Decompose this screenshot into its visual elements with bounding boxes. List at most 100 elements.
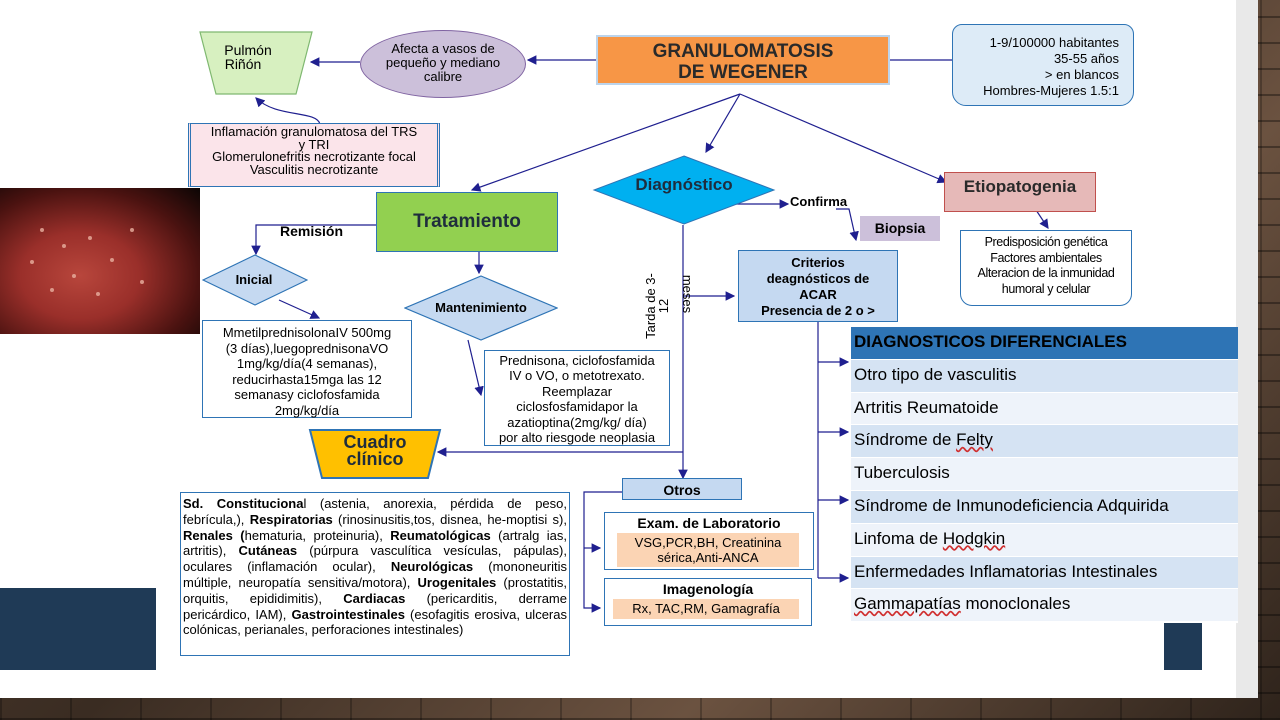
inicial-line-1: MmetilprednisolonaIV 500mg [222, 325, 392, 340]
criterios-line-3: ACAR [799, 287, 837, 302]
vessels-line-3: calibre [423, 69, 463, 84]
differential-item-hodgkin: Hodgkin [942, 528, 1006, 548]
inicial-line-3: 1mg/kg/día(4 semanas), [236, 356, 378, 371]
inicial-label: Inicial [235, 272, 273, 287]
cuadro-line-2: clínico [346, 449, 404, 469]
imag-items-box: Rx, TAC,RM, Gamagrafía [613, 599, 799, 619]
clinical-detail: (esofagitis erosiva, ulceras colónicas, … [183, 606, 567, 638]
cuadro-clinico-label: Cuadro clínico [308, 432, 442, 469]
clinical-detail: hematuria, proteinuria), [244, 527, 391, 543]
title-line-1: GRANULOMATOSIS [652, 41, 834, 62]
clinical-detail: (prostatitis, orquitis, epididimitis), [183, 574, 567, 606]
imag-items: Rx, TAC,RM, Gamagrafía [632, 601, 780, 616]
mantenimiento-diamond [404, 275, 558, 341]
differential-item-gammapatias: Gammapatías [854, 594, 961, 614]
lab-items: VSG,PCR,BH, Creatinina sérica,Anti-ANCA [617, 533, 799, 567]
criterios-line-2: deagnósticos de [766, 271, 870, 286]
diagnostico-label: Diagnóstico [635, 175, 733, 194]
cuadro-clinico-shape [308, 429, 442, 479]
epidemiology-box: 1-9/100000 habitantes 35-55 años > en bl… [952, 24, 1134, 106]
mant-text-box: Prednisona, ciclofosfamida IV o VO, o me… [484, 350, 670, 446]
criterios-box: Criterios deagnósticos de ACAR Presencia… [738, 250, 898, 322]
otros-box: Otros [622, 478, 742, 500]
remision-label: Remisión [280, 223, 344, 239]
etio-item-1: Predisposición genética [984, 235, 1108, 249]
histo-line-3: Glomerulonefritis necrotizante focal [212, 149, 416, 164]
differential-item: Gammapatías monoclonales [851, 589, 1238, 623]
mant-line-5: azatioptina(2mg/kg/ día) [507, 414, 647, 430]
differential-item-felty: Felty [956, 430, 993, 450]
clinical-category: Respiratorias [249, 511, 333, 527]
histo-line-4: Vasculitis necrotizante [249, 161, 379, 177]
criterios-line-4: Presencia de 2 o > [761, 303, 875, 318]
epi-line-3: > en blancos [1044, 67, 1119, 82]
tarda-meses: meses [680, 274, 695, 314]
clinical-detail: (rinosinusitis,tos, disnea, he-moptisi s… [332, 511, 567, 527]
differential-item: Otro tipo de vasculitis [851, 359, 1238, 393]
tarda-line-2: 12 [656, 298, 671, 314]
lab-item-2: sérica,Anti-ANCA [657, 550, 759, 565]
biopsia-box: Biopsia [860, 216, 940, 241]
inicial-line-6: 2mg/kg/día [274, 402, 340, 418]
lab-title: Exam. de Laboratorio [637, 515, 781, 531]
etio-item-2: Factores ambientales [990, 250, 1102, 265]
histo-line-2: y TRI [298, 136, 330, 152]
clinical-detail: (púrpura vasculítica vesículas, pápulas)… [183, 543, 567, 575]
differential-header: DIAGNOSTICOS DIFERENCIALES [851, 327, 1238, 360]
cuadro-line-1: Cuadro [343, 432, 407, 452]
epi-line-1: 1-9/100000 habitantes [989, 35, 1119, 50]
differential-item: Linfoma de Hodgkin [851, 523, 1238, 557]
diagnostico-diamond [592, 155, 776, 225]
etio-item-3: Alteracion de la inmunidad [977, 266, 1115, 280]
imag-title: Imagenología [662, 581, 754, 597]
inicial-line-2: (3 días),luegoprednisonaVO [225, 340, 389, 356]
mant-line-4: ciclosfosfamidapor la [516, 399, 638, 415]
slide-edge [1236, 0, 1258, 698]
clinical-category: Renales ( [183, 527, 245, 543]
mant-line-1: Prednisona, ciclofosfamida [499, 353, 655, 368]
organ-kidney: Riñón [224, 56, 262, 72]
mant-line-6: por alto riesgode neoplasia [498, 430, 656, 446]
vessels-line-1: Afecta a vasos de [391, 41, 495, 56]
connector-lines [251, 55, 1049, 613]
differential-item: Síndrome de Felty [851, 425, 1238, 459]
lab-item-1: VSG,PCR,BH, Creatinina [634, 535, 782, 550]
organ-lung: Pulmón [224, 42, 272, 58]
title-line-2: DE WEGENER [678, 62, 808, 83]
clinical-category: Urogenitales [417, 574, 497, 590]
organs-trapezoid [199, 31, 313, 95]
differential-item: Enfermedades Inflamatorias Intestinales [851, 556, 1238, 590]
clinical-category: Cardiacas [343, 590, 406, 606]
etio-item-4: humoral y celular [1001, 281, 1091, 296]
mant-line-3: Reemplazar [541, 383, 613, 399]
clinical-text: Sd. Constitucional (astenia, anorexia, p… [183, 496, 567, 638]
differential-item: Artritis Reumatoide [851, 392, 1238, 426]
skin-lesion-photo [0, 188, 200, 334]
clinical-detail: l (astenia, anorexia, pérdida de peso, f… [183, 496, 568, 527]
otros-label: Otros [663, 482, 701, 498]
etio-items-box: Predisposición genética Factores ambient… [960, 230, 1132, 306]
clinical-category: Sd. Constituciona [183, 496, 304, 511]
histo-line-1: Inflamación granulomatosa del TRS [210, 124, 418, 139]
lab-box: Exam. de Laboratorio VSG,PCR,BH, Creatin… [604, 512, 814, 570]
inicial-line-5: semanasy ciclofosfamida [234, 387, 380, 402]
tratamiento-box: Tratamiento [376, 192, 558, 252]
organs-label: Pulmón Riñón [198, 43, 298, 71]
differential-table: DIAGNOSTICOS DIFERENCIALES Otro tipo de … [851, 327, 1238, 623]
clinical-detail: (pericarditis, derrame pericárdico, IAM)… [183, 590, 567, 622]
title-box: GRANULOMATOSIS DE WEGENER [596, 35, 890, 85]
criterios-line-1: Criterios [791, 255, 845, 270]
clinical-detail: (mononeuritis múltiple, neuropatía sensi… [183, 559, 568, 590]
clinical-category: Neurológicas [390, 559, 474, 575]
epi-line-4: Hombres-Mujeres 1.5:1 [983, 83, 1119, 98]
vessels-oval: Afecta a vasos de pequeño y mediano cali… [360, 30, 526, 98]
etiopatogenia-box: Etiopatogenia [944, 172, 1096, 212]
inicial-diamond [202, 254, 308, 306]
biopsia-label: Biopsia [874, 220, 926, 236]
clinical-detail: (artralg ias, artritis), [183, 527, 567, 559]
mantenimiento-label: Mantenimiento [435, 300, 527, 315]
confirma-label: Confirma [790, 194, 848, 209]
clinical-text-box: Sd. Constitucional (astenia, anorexia, p… [180, 492, 570, 656]
differential-item: Tuberculosis [851, 458, 1238, 491]
tratamiento-label: Tratamiento [413, 211, 521, 232]
